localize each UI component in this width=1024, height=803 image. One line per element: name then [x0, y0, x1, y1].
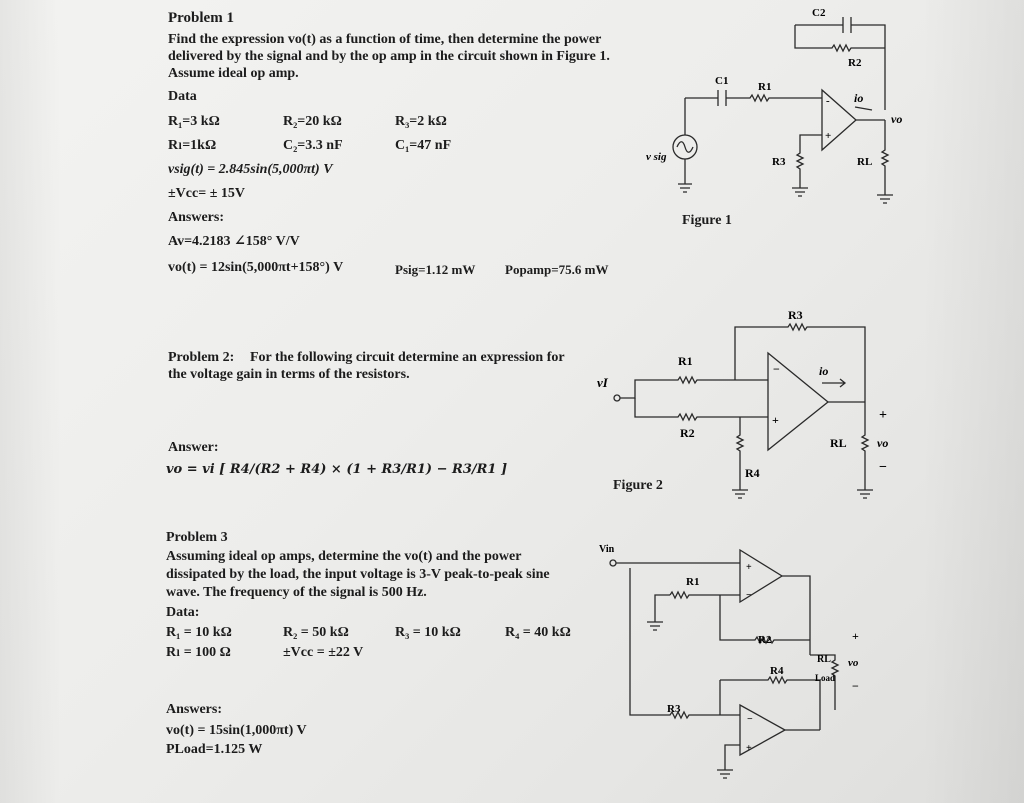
fig3-plus-out-label: +: [852, 629, 859, 643]
fig1-r1-label: R1: [758, 81, 771, 93]
fig1-vsig-label: v sig: [646, 151, 667, 163]
fig3-minus-top-label: −: [746, 590, 752, 601]
fig3-load-label: Load: [815, 673, 835, 683]
figure2-circuit: R3 R1 vI io R2 − + R4 RL + vo −: [597, 308, 888, 499]
problem2-answer-heading: Answer:: [168, 440, 219, 455]
fig2-vo-label: vo: [877, 436, 888, 450]
fig3-r3-label: R3: [667, 703, 681, 715]
fig2-minus-label: −: [773, 362, 780, 376]
figure1-label: Figure 1: [682, 213, 732, 228]
problem1-data-heading: Data: [168, 89, 197, 104]
fig1-rl-label: RL: [857, 156, 872, 168]
problem3-data-heading: Data:: [166, 605, 200, 620]
problem3-r3: R₃ = 10 kΩ: [395, 625, 461, 640]
fig1-c1-label: C1: [715, 75, 728, 87]
problem3-rl: Rₗ = 100 Ω: [166, 645, 231, 660]
fig1-c2-label: C2: [812, 7, 826, 19]
problem2-desc-line2: the voltage gain in terms of the resisto…: [168, 367, 410, 382]
fig3-rl-label: RL: [817, 654, 831, 665]
problem2-formula: vo = vi [ R4/(R2 + R4) × (1 + R3/R1) − R…: [166, 462, 508, 477]
fig2-rl-label: RL: [830, 436, 847, 450]
problem3-desc-line1: Assuming ideal op amps, determine the vo…: [166, 549, 522, 564]
fig3-plus-bottom-label: +: [746, 743, 752, 754]
figure2-label: Figure 2: [613, 478, 663, 493]
fig3-plus-top-label: +: [746, 562, 752, 573]
problem1-title: Problem 1: [168, 10, 234, 26]
fig1-vo-label: vo: [891, 112, 902, 126]
problem3-vcc: ±Vcc = ±22 V: [283, 645, 364, 660]
problem1-answers-heading: Answers:: [168, 210, 224, 225]
problem3-desc-line2: dissipated by the load, the input voltag…: [166, 567, 550, 582]
fig2-io-label: io: [819, 364, 828, 378]
fig1-r2-label: R2: [848, 57, 862, 69]
fig1-io-label: io: [854, 91, 863, 105]
problem1-vo: vo(t) = 12sin(5,000πt+158°) V: [168, 260, 344, 275]
problem1-vsig: vsig(t) = 2.845sin(5,000πt) V: [168, 162, 333, 177]
fig2-r2-label: R2: [680, 426, 695, 440]
problem1-r1: R₁=3 kΩ: [168, 114, 220, 129]
fig3-r4-label: R4: [770, 665, 784, 677]
problem1-desc-line3: Assume ideal op amp.: [168, 66, 299, 81]
problem3-title: Problem 3: [166, 530, 228, 545]
problem3-answers-heading: Answers:: [166, 702, 222, 717]
problem2-desc-line1: For the following circuit determine an e…: [250, 350, 565, 365]
fig3-minus-bottom-label: −: [747, 714, 753, 725]
problem1-vcc: ±Vcc= ± 15V: [168, 186, 245, 201]
problem1-psig: Psig=1.12 mW: [395, 262, 476, 277]
fig3-minus-out-label: −: [852, 679, 859, 693]
problem1-popamp: Popamp=75.6 mW: [505, 262, 609, 277]
fig3-vin-label: Vin: [599, 544, 615, 555]
fig1-minus-label: -: [826, 95, 830, 107]
problem1-rl: Rₗ=1kΩ: [168, 138, 217, 153]
fig3-r2-label: R2: [758, 634, 772, 646]
problem2-title: Problem 2:: [168, 350, 235, 365]
problem1-desc-line1: Find the expression vo(t) as a function …: [168, 32, 602, 47]
fig1-plus-label: +: [825, 130, 831, 142]
figure3-circuit: Vin + − R1 R2 R4 R3 RL Load + vo − − +: [599, 544, 859, 779]
fig2-minus-out-label: −: [879, 460, 887, 475]
problem3-r2: R₂ = 50 kΩ: [283, 625, 349, 640]
problem1-av: Av=4.2183 ∠158° V/V: [168, 234, 300, 249]
problem3-r1: R₁ = 10 kΩ: [166, 625, 232, 640]
problem1-r2: R₂=20 kΩ: [283, 114, 342, 129]
problem1-c2: C₂=3.3 nF: [283, 138, 343, 153]
fig2-plus-out-label: +: [879, 408, 887, 423]
problem3-desc-line3: wave. The frequency of the signal is 500…: [166, 585, 427, 600]
problem1-desc-line2: delivered by the signal and by the op am…: [168, 49, 610, 64]
fig2-plus-label: +: [772, 413, 779, 427]
fig1-r3-label: R3: [772, 156, 786, 168]
problem3-vo: vo(t) = 15sin(1,000πt) V: [166, 723, 307, 738]
fig3-r1-label: R1: [686, 576, 699, 588]
figure1-circuit: C2 R2 C1 R1 - + io vo v sig R3 RL: [646, 7, 902, 204]
fig2-r1-label: R1: [678, 354, 693, 368]
problem1-r3: R₃=2 kΩ: [395, 114, 447, 129]
fig2-vi-label: vI: [597, 375, 609, 390]
problem3-pload: PLoad=1.125 W: [166, 742, 263, 757]
problem3-r4: R₄ = 40 kΩ: [505, 625, 571, 640]
fig3-vo-label: vo: [848, 657, 859, 669]
fig2-r4-label: R4: [745, 466, 760, 480]
problem1-c1: C₁=47 nF: [395, 138, 452, 153]
fig2-r3-label: R3: [788, 308, 803, 322]
